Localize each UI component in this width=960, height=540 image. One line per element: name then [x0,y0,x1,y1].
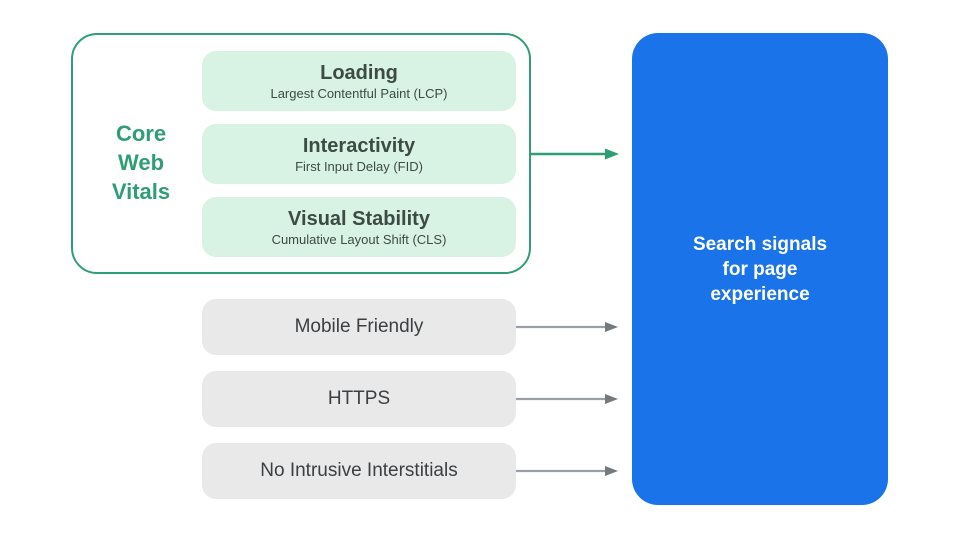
search-signals-label-line: experience [710,283,810,305]
search-signals-label: Search signals for page experience [693,232,827,307]
vital-subtitle: Largest Contentful Paint (LCP) [270,85,448,101]
search-signals-label-line: Search signals [692,233,828,255]
signal-label: No Intrusive Interstitials [260,460,458,481]
search-signals-label-line: for page [722,258,798,280]
vital-box-interactivity: Interactivity First Input Delay (FID) [202,124,516,184]
vital-subtitle: Cumulative Layout Shift (CLS) [271,231,447,247]
signal-box-no-intrusive-interstitials: No Intrusive Interstitials [202,443,516,499]
green-arrow-icon [529,148,619,160]
core-web-vitals-label-line: Vitals [111,179,171,204]
vital-subtitle: First Input Delay (FID) [295,158,423,174]
vital-title: Loading [320,61,398,84]
core-web-vitals-label-line: Core [115,121,167,146]
signal-label: HTTPS [327,388,391,409]
core-web-vitals-label: Core Web Vitals [76,119,206,206]
core-web-vitals-label-line: Web [117,150,165,175]
signal-box-mobile-friendly: Mobile Friendly [202,299,516,355]
signal-box-https: HTTPS [202,371,516,427]
gray-arrow-icon [516,394,618,404]
gray-arrow-icon [516,322,618,332]
vital-box-loading: Loading Largest Contentful Paint (LCP) [202,51,516,111]
signal-label: Mobile Friendly [294,316,424,337]
vital-title: Visual Stability [288,207,430,230]
search-signals-box: Search signals for page experience [632,33,888,505]
vital-title: Interactivity [302,134,416,157]
vital-box-visual-stability: Visual Stability Cumulative Layout Shift… [202,197,516,257]
gray-arrow-icon [516,466,618,476]
